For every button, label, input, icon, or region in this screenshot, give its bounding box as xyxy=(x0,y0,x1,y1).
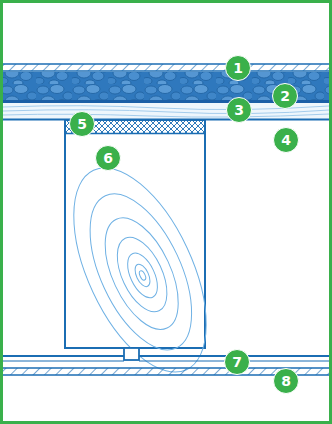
callout-badge: 6 xyxy=(95,145,121,171)
callout-number: 5 xyxy=(77,117,87,131)
callout-badge: 1 xyxy=(225,55,251,81)
callout-badge: 2 xyxy=(272,83,298,109)
callout-badge: 4 xyxy=(273,127,299,153)
callout-number: 1 xyxy=(233,61,243,75)
callout-badge: 3 xyxy=(226,97,252,123)
callout-badge: 5 xyxy=(69,111,95,137)
callout-number: 4 xyxy=(281,133,291,147)
callout-number: 7 xyxy=(232,355,242,369)
callout-number: 8 xyxy=(281,374,291,388)
callout-number: 3 xyxy=(234,103,244,117)
callout-number: 6 xyxy=(103,151,113,165)
callout-badge: 8 xyxy=(273,368,299,394)
callout-number: 2 xyxy=(280,89,290,103)
callout-badge: 7 xyxy=(224,349,250,375)
